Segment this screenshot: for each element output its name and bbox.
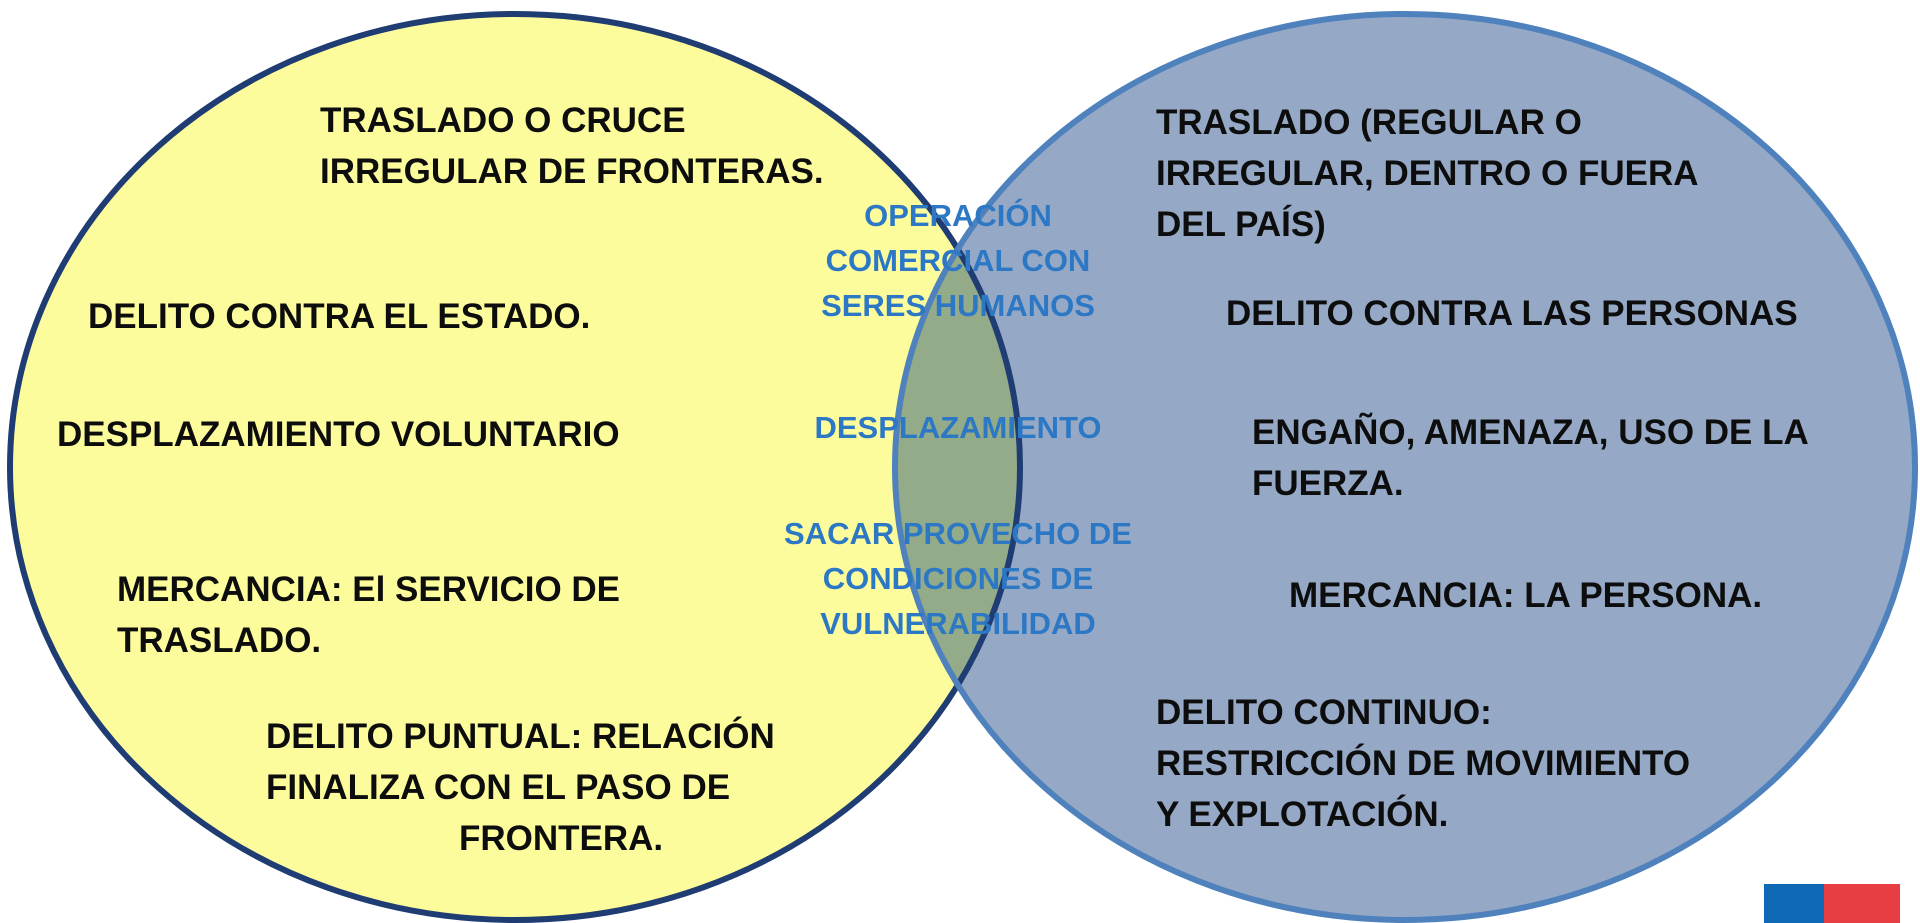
center-item-line: DESPLAZAMIENTO [814, 410, 1102, 445]
left-circle [10, 14, 1020, 920]
center-item-line: CONDICIONES DE [822, 561, 1094, 596]
left-item-line: DELITO CONTRA EL ESTADO. [88, 297, 591, 336]
center-item-line: SACAR PROVECHO DE [784, 516, 1132, 551]
left-item-line: IRREGULAR DE FRONTERAS. [320, 152, 824, 191]
left-item-line: DELITO PUNTUAL: RELACIÓN [266, 717, 775, 756]
right-item-line: FUERZA. [1252, 464, 1404, 503]
flag-logo [1764, 884, 1900, 923]
left-circle-outline [7, 11, 1023, 923]
left-item-line: FINALIZA CON EL PASO DE [266, 768, 731, 807]
center-item-displacement: DESPLAZAMIENTO [770, 405, 1146, 450]
right-item-crime-against-persons: DELITO CONTRA LAS PERSONAS [1226, 288, 1798, 339]
center-item-commercial-operation: OPERACIÓN COMERCIAL CON SERES HUMANOS [770, 193, 1146, 328]
right-item-line: Y EXPLOTACIÓN. [1156, 795, 1449, 834]
right-circle [895, 14, 1915, 920]
center-item-line: SERES HUMANOS [821, 288, 1095, 323]
center-item-vulnerability: SACAR PROVECHO DE CONDICIONES DE VULNERA… [770, 511, 1146, 646]
right-item-line: ENGAÑO, AMENAZA, USO DE LA [1252, 413, 1809, 452]
right-item-transfer: TRASLADO (REGULAR O IRREGULAR, DENTRO O … [1156, 97, 1699, 250]
right-item-line: DEL PAÍS) [1156, 205, 1326, 244]
left-item-line: FRONTERA. [459, 819, 664, 858]
right-item-continuous-crime: DELITO CONTINUO: RESTRICCIÓN DE MOVIMIEN… [1156, 687, 1690, 840]
left-item-line: DESPLAZAMIENTO VOLUNTARIO [57, 415, 620, 454]
flag-red-stripe [1824, 884, 1900, 923]
right-item-line: RESTRICCIÓN DE MOVIMIENTO [1156, 744, 1691, 783]
left-item-line: MERCANCIA: El SERVICIO DE [117, 570, 621, 609]
center-item-line: VULNERABILIDAD [820, 606, 1096, 641]
left-item-punctual-crime: DELITO PUNTUAL: RELACIÓN FINALIZA CON EL… [266, 711, 775, 864]
right-item-line: MERCANCIA: LA PERSONA. [1289, 576, 1763, 615]
center-item-line: OPERACIÓN [864, 198, 1052, 233]
left-item-line: TRASLADO. [117, 621, 322, 660]
left-item-voluntary-displacement: DESPLAZAMIENTO VOLUNTARIO [57, 409, 620, 460]
right-item-merchandise: MERCANCIA: LA PERSONA. [1289, 570, 1762, 621]
flag-blue-stripe [1764, 884, 1824, 923]
center-item-line: COMERCIAL CON [825, 243, 1091, 278]
right-circle-outline [892, 11, 1918, 923]
left-item-merchandise: MERCANCIA: El SERVICIO DE TRASLADO. [117, 564, 620, 666]
right-item-line: DELITO CONTINUO: [1156, 693, 1492, 732]
right-item-line: DELITO CONTRA LAS PERSONAS [1226, 294, 1798, 333]
left-item-crime-against-state: DELITO CONTRA EL ESTADO. [88, 291, 590, 342]
left-item-line: TRASLADO O CRUCE [320, 101, 686, 140]
left-item-border-crossing: TRASLADO O CRUCE IRREGULAR DE FRONTERAS. [320, 95, 824, 197]
right-item-line: IRREGULAR, DENTRO O FUERA [1156, 154, 1699, 193]
right-item-line: TRASLADO (REGULAR O [1156, 103, 1582, 142]
right-item-deception-force: ENGAÑO, AMENAZA, USO DE LA FUERZA. [1252, 407, 1809, 509]
